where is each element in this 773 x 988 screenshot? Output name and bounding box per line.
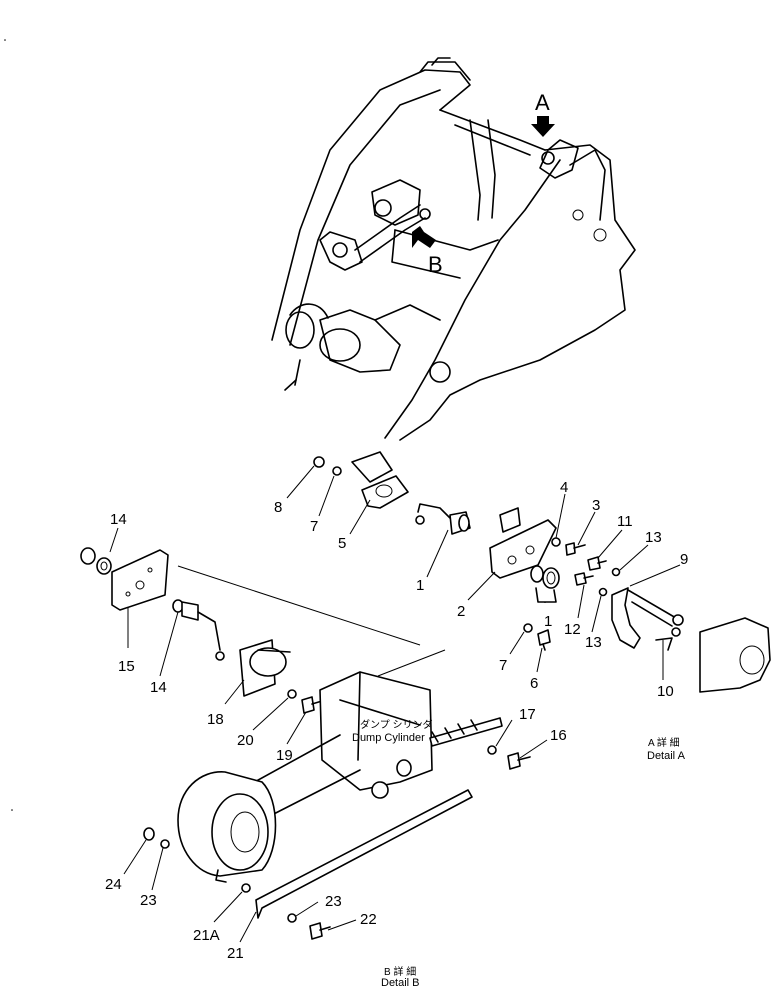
part-21-strap <box>255 789 473 919</box>
leader-lines <box>109 465 681 943</box>
callout-23-right: 23 <box>325 893 342 910</box>
callout-23-left: 23 <box>140 892 157 909</box>
callout-22: 22 <box>360 911 377 928</box>
callout-24: 24 <box>105 876 122 893</box>
callout-3: 3 <box>592 497 600 514</box>
detail-b-group: ダンプ シリンダ Dump Cylinder B 詳 細 Detail B <box>80 547 531 988</box>
callout-14-lower: 14 <box>150 679 167 696</box>
callout-5: 5 <box>338 535 346 552</box>
detail-a-cover <box>699 617 771 693</box>
part-strap-upper <box>429 717 503 747</box>
callout-1-right: 1 <box>544 613 552 630</box>
callout-10: 10 <box>657 683 674 700</box>
callout-6: 6 <box>530 675 538 692</box>
callout-16: 16 <box>550 727 567 744</box>
dump-cylinder-body <box>319 671 433 791</box>
callout-18: 18 <box>207 711 224 728</box>
callout-7-top: 7 <box>310 518 318 535</box>
callout-13-lower: 13 <box>585 634 602 651</box>
part-15-bracket <box>111 549 169 611</box>
view-arrow-b-icon <box>412 226 436 248</box>
callout-7-lower: 7 <box>499 657 507 674</box>
detail-a-caption-en: Detail A <box>647 750 686 762</box>
view-label-b: B <box>428 252 443 277</box>
callout-9: 9 <box>680 551 688 568</box>
callout-15: 15 <box>118 658 135 675</box>
callout-17: 17 <box>519 706 536 723</box>
callout-21: 21 <box>227 945 244 962</box>
detail-a-group: A 詳 細 Detail A <box>313 451 771 762</box>
callout-12: 12 <box>564 621 581 638</box>
detail-b-caption-en: Detail B <box>381 977 420 988</box>
callout-4: 4 <box>560 479 568 496</box>
view-arrow-a-icon <box>531 116 555 137</box>
callout-14-upper: 14 <box>110 511 127 528</box>
callout-2: 2 <box>457 603 465 620</box>
callout-8: 8 <box>274 499 282 516</box>
dump-cylinder-label-jp: ダンプ シリンダ <box>360 718 432 731</box>
callout-13-upper: 13 <box>645 529 662 546</box>
detail-b-caption-jp: B 詳 細 <box>384 965 416 978</box>
part-2-bracket <box>489 519 557 579</box>
callout-numbers: 8 7 5 1 2 4 3 11 13 9 12 13 1 7 6 10 14 … <box>105 479 688 962</box>
callout-11: 11 <box>617 513 633 530</box>
view-label-a: A <box>535 90 550 115</box>
detail-a-caption-jp: A 詳 細 <box>648 736 680 749</box>
loader-frame-illustration: A B <box>271 57 636 441</box>
callout-21a: 21A <box>193 927 220 944</box>
callout-1-center: 1 <box>416 577 424 594</box>
part-9-guide <box>611 587 641 649</box>
callout-20: 20 <box>237 732 254 749</box>
callout-19: 19 <box>276 747 293 764</box>
dump-cylinder-label-en: Dump Cylinder <box>352 732 425 744</box>
